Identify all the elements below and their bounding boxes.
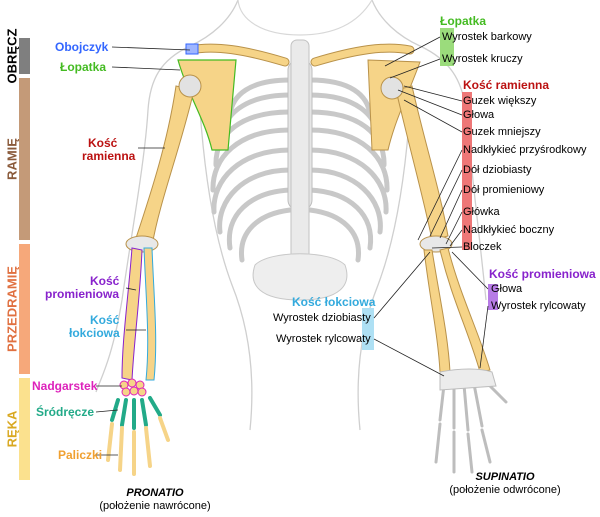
- ramienna-bar: [462, 92, 472, 250]
- label-wyrostek-rylcowaty-promieniowa: Wyrostek rylcowaty: [491, 300, 586, 312]
- lokciowa-bar: [362, 308, 374, 350]
- label-dol-dziobiasty: Dół dziobiasty: [463, 164, 532, 176]
- right-hand: [434, 378, 508, 474]
- label-dol-promieniowy: Dół promieniowy: [463, 184, 545, 196]
- leader-lines: [95, 36, 489, 456]
- label-wyrostek-rylcowaty-lokciowa: Wyrostek rylcowaty: [276, 333, 371, 345]
- label-nadklykiec-boczny: Nadkłykieć boczny: [463, 224, 555, 236]
- label-wyrostek-barkowy: Wyrostek barkowy: [442, 31, 532, 43]
- ribcage: [210, 77, 390, 263]
- region-reka: RĘKA: [0, 378, 30, 480]
- left-phalanges: [106, 416, 170, 476]
- label-wyrostek-kruczy: Wyrostek kruczy: [442, 53, 523, 65]
- region-obrecz-label: OBRĘCZ: [4, 28, 20, 84]
- label-kosc-lokciowa-2: łokciowa: [69, 326, 120, 340]
- caption-supinatio-sub: (położenie odwrócone): [449, 484, 561, 496]
- region-ramie-label: RAMIĘ: [4, 138, 20, 180]
- caption-pronatio-sub: (położenie nawrócone): [99, 500, 211, 512]
- label-promieniowa-title: Kość promieniowa: [489, 267, 596, 281]
- left-humerus: [135, 85, 195, 247]
- left-metacarpals: [110, 396, 162, 430]
- left-radius: [121, 247, 143, 381]
- pelvis: [252, 253, 348, 301]
- label-obojczyk: Obojczyk: [55, 40, 109, 54]
- lopatka-bar: [440, 28, 454, 66]
- label-bloczek: Bloczek: [463, 241, 502, 253]
- promieniowa-bar: [488, 284, 498, 310]
- label-srodrecze: Śródręcze: [36, 405, 95, 419]
- region-obrecz: OBRĘCZ: [0, 29, 30, 83]
- right-humerus: [395, 85, 449, 241]
- label-lopatka: Łopatka: [60, 60, 107, 74]
- caption-pronatio: PRONATIO (położenie nawrócone): [80, 487, 230, 513]
- label-guzek-mniejszy: Guzek mniejszy: [463, 126, 541, 138]
- caption-pronatio-title: PRONATIO: [126, 487, 184, 499]
- label-lopatka-title: Łopatka: [440, 14, 487, 28]
- caption-supinatio-title: SUPINATIO: [475, 471, 535, 483]
- label-lokciowa-title: Kość łokciowa: [292, 295, 376, 309]
- label-ramienna-title: Kość ramienna: [463, 78, 550, 92]
- label-nadklykiec-przysrodkowy: Nadkłykieć przyśrodkowy: [463, 144, 587, 156]
- label-kosc-lokciowa-1: Kość: [90, 313, 120, 327]
- region-reka-label: RĘKA: [4, 410, 20, 448]
- region-przedramie-label: PRZEDRAMIĘ: [4, 266, 20, 352]
- label-guzek-wiekszy: Guzek większy: [463, 95, 537, 107]
- region-ramie: RAMIĘ: [0, 78, 30, 240]
- left-ulna: [143, 247, 157, 381]
- label-paliczki: Paliczki: [58, 448, 103, 462]
- left-carpals: [119, 378, 147, 397]
- label-glowa-promieniowa: Głowa: [491, 283, 523, 295]
- caption-supinatio: SUPINATIO (położenie odwrócone): [430, 471, 580, 497]
- label-glowa-ramienna: Głowa: [463, 109, 495, 121]
- label-kosc-ramienna-1: Kość: [88, 136, 118, 150]
- label-nadgarstek: Nadgarstek: [32, 379, 98, 393]
- label-wyrostek-dziobiasty: Wyrostek dziobiasty: [273, 312, 371, 324]
- label-kosc-promieniowa-1: Kość: [90, 274, 120, 288]
- label-kosc-promieniowa-2: promieniowa: [45, 287, 120, 301]
- right-radius: [439, 247, 491, 373]
- label-glowka: Główka: [463, 206, 500, 218]
- label-kosc-ramienna-2: ramienna: [82, 149, 136, 163]
- region-przedramie: PRZEDRAMIĘ: [0, 244, 30, 374]
- body-outline: [95, 0, 239, 393]
